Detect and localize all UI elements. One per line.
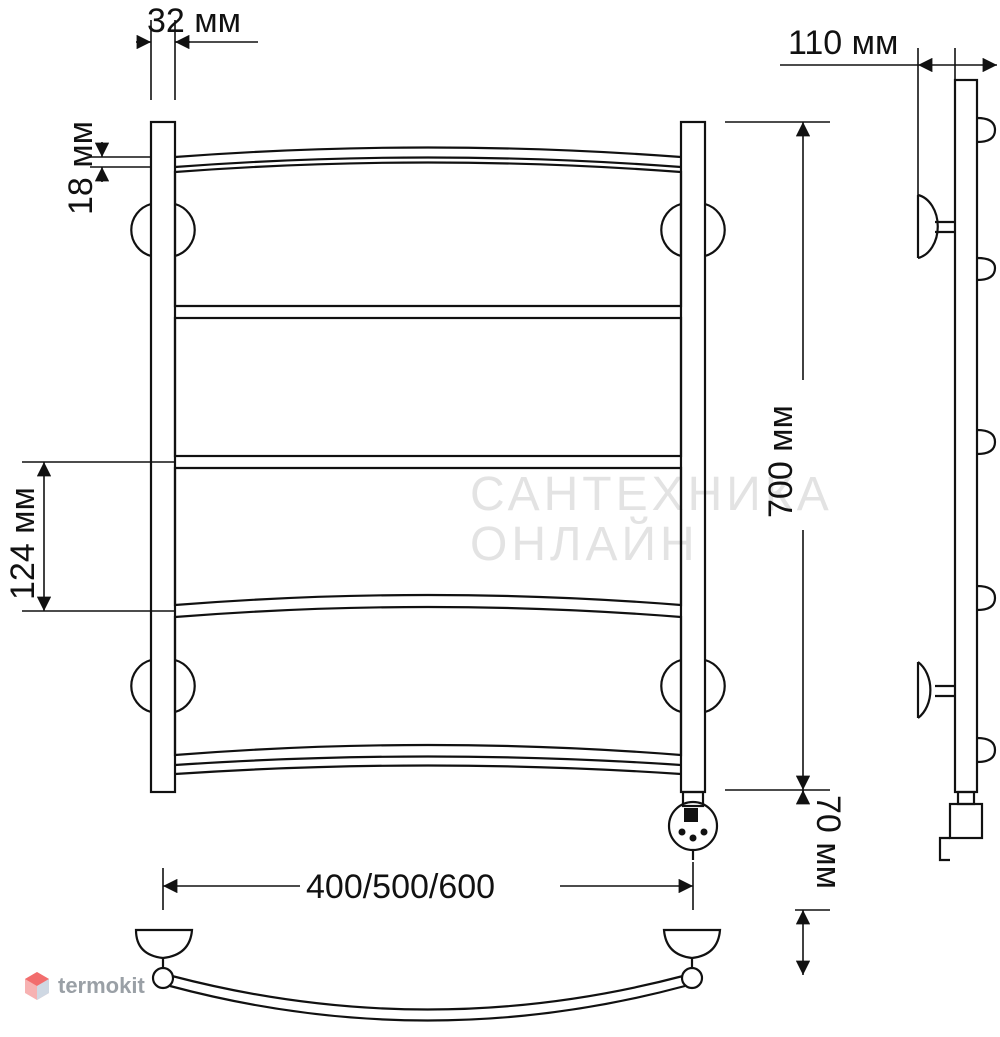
rung-3: [173, 466, 683, 607]
left-upright: [149, 120, 177, 794]
termokit-logo-icon: [25, 972, 49, 1000]
dimension-width: 400/500/600: [162, 862, 694, 910]
rung-bottom: [174, 755, 682, 767]
rung-4: [173, 605, 683, 757]
side-view-upright: [953, 78, 979, 794]
side-view-mount-top: [917, 193, 939, 260]
watermark-line1: САНТЕХНИКА: [470, 468, 833, 521]
label-tube-diameter: 32 мм: [147, 2, 241, 40]
side-view-mount-bottom: [917, 661, 932, 719]
rung-1: [173, 161, 683, 308]
dimension-top-offset: 18 мм: [62, 121, 151, 215]
label-width: 400/500/600: [306, 868, 495, 906]
front-view: [130, 120, 726, 860]
dimension-bottom-offset: 70 мм: [795, 790, 847, 975]
label-bottom-offset: 70 мм: [809, 795, 847, 889]
watermark-line2: ОНЛАЙН: [470, 516, 699, 571]
dimension-rung-spacing: 124 мм: [4, 461, 175, 612]
top-view-arc: [169, 984, 686, 1022]
side-view: 110 мм: [780, 24, 997, 862]
top-view-left-bracket: [134, 928, 194, 960]
brand-watermark: termokit: [24, 966, 145, 1006]
dimension-tube-diameter: 32 мм: [136, 2, 258, 100]
label-top-offset: 18 мм: [62, 121, 100, 215]
wall-mount-icon: [130, 202, 726, 714]
heating-element-connector-icon: [667, 790, 719, 860]
label-height: 700 мм: [762, 405, 800, 518]
top-view-right-bracket: [662, 928, 722, 960]
side-view-heater-icon: [948, 802, 984, 840]
rung-top: [174, 146, 682, 159]
label-rung-spacing: 124 мм: [4, 487, 42, 600]
dimension-height: 700 мм: [725, 121, 830, 791]
right-upright: [679, 120, 707, 794]
watermark: САНТЕХНИКА ОНЛАЙН: [470, 468, 833, 571]
label-depth: 110 мм: [788, 24, 898, 62]
top-view: [134, 928, 722, 1022]
brand-name: termokit: [58, 973, 145, 998]
rung-2: [173, 316, 683, 458]
